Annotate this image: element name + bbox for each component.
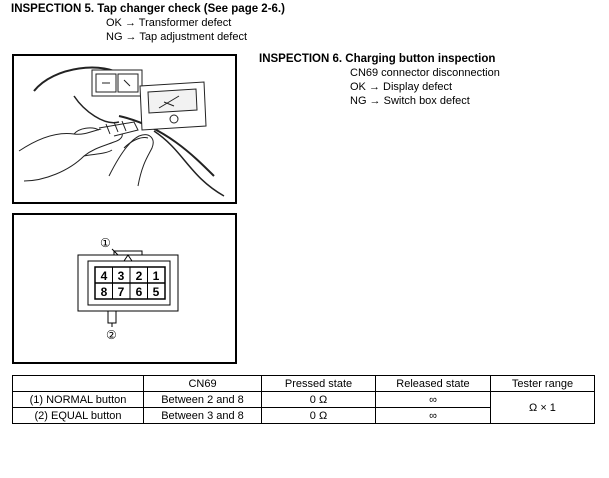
inspection6-title: INSPECTION 6. Charging button inspection (259, 53, 496, 65)
header-released: Released state (375, 375, 491, 392)
inspection5-ng-line: NG → Tap adjustment defect (106, 31, 248, 43)
header-blank (12, 375, 144, 392)
connector-diagram-frame: ① ② 4 3 2 1 8 7 6 5 (12, 213, 237, 364)
inspection6-ng-line: NG → Switch box defect (350, 95, 470, 107)
callout-2: ② (106, 328, 117, 342)
tester-illustration (18, 66, 225, 197)
inspection6-step-line: CN69 connector disconnection (350, 67, 500, 79)
table-row: (1) NORMAL button Between 2 and 8 0 Ω ∞ … (12, 391, 595, 424)
pin-4: 4 (101, 269, 108, 283)
inspection5-ok-line: OK → Transformer defect (106, 17, 232, 29)
callout-1: ① (100, 236, 111, 250)
pin-1: 1 (153, 269, 160, 283)
pressed-value: 0 Ω (261, 391, 376, 408)
inspection5-title: INSPECTION 5. Tap changer check (See pag… (11, 3, 285, 15)
button-inspection-table: CN69 Pressed state Released state Tester… (12, 375, 595, 424)
pin-8: 8 (101, 285, 108, 299)
table-header-row: CN69 Pressed state Released state Tester… (12, 375, 595, 392)
cn69-pins: Between 3 and 8 (143, 407, 262, 424)
pressed-value: 0 Ω (261, 407, 376, 424)
table-row: (2) EQUAL button Between 3 and 8 0 Ω ∞ (12, 407, 595, 424)
cn69-pins: Between 2 and 8 (143, 391, 262, 408)
released-value: ∞ (375, 391, 491, 408)
pin-6: 6 (136, 285, 143, 299)
tester-illustration-frame (12, 54, 237, 204)
pin-5: 5 (153, 285, 160, 299)
button-name: (1) NORMAL button (12, 391, 144, 408)
connector-diagram: ① ② 4 3 2 1 8 7 6 5 (77, 236, 179, 342)
pin-3: 3 (118, 269, 125, 283)
header-cn69: CN69 (143, 375, 262, 392)
pin-7: 7 (118, 285, 125, 299)
header-tester-range: Tester range (490, 375, 595, 392)
button-name: (2) EQUAL button (12, 407, 144, 424)
tester-range-value: Ω × 1 (490, 391, 595, 424)
pin-2: 2 (136, 269, 143, 283)
released-value: ∞ (375, 407, 491, 424)
inspection6-ok-line: OK → Display defect (350, 81, 453, 93)
header-pressed: Pressed state (261, 375, 376, 392)
